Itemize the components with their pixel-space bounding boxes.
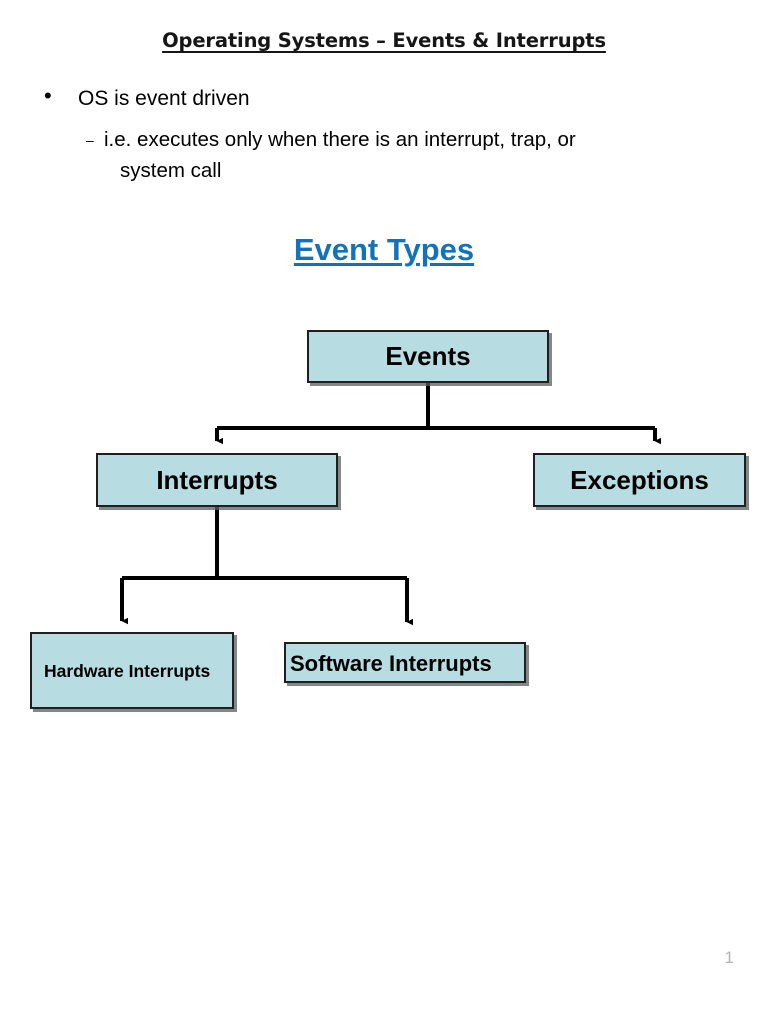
diagram-node-software-interrupts[interactable]: Software Interrupts [284,642,526,683]
diagram-node-interrupts-label: Interrupts [156,464,278,495]
diagram-node-hardware-interrupts[interactable]: Hardware Interrupts [30,632,234,709]
edge-events-children [217,383,655,430]
bullet-level-1-text: OS is event driven [78,87,250,110]
bullet-level-2-text-line-2: system call [120,159,222,182]
bullet-level-2: – i.e. executes only when there is an in… [86,124,726,186]
page-title: Operating Systems – Events & Interrupts [162,29,606,52]
page-number: 1 [724,948,734,967]
bullet-dot-icon: • [44,83,52,108]
diagram-node-exceptions[interactable]: Exceptions [533,453,746,507]
diagram-node-software-interrupts-label: Software Interrupts [290,650,492,676]
diagram-node-events-label: Events [385,341,471,371]
bullet-level-2-text-line-1: i.e. executes only when there is an inte… [104,128,576,151]
diagram-node-events[interactable]: Events [307,330,549,383]
diagram-node-interrupts[interactable]: Interrupts [96,453,338,507]
bullet-dash-icon: – [86,132,94,148]
diagram-node-hardware-interrupts-label: Hardware Interrupts [44,660,211,681]
edge-interrupts-children [122,507,407,580]
section-heading: Event Types [293,232,475,267]
bullet-level-1: • OS is event driven [40,83,730,113]
diagram-node-exceptions-label: Exceptions [570,464,709,495]
